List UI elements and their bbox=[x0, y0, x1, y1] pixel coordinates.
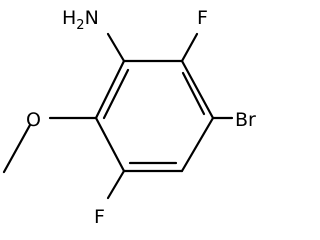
ring-double-bond-c2-c3 bbox=[181, 71, 206, 116]
bond-methoxy-methyl bbox=[2, 123, 32, 174]
fluorine-bottom-label: F bbox=[94, 206, 105, 228]
ring-bond-c3-c4 bbox=[180, 116, 215, 173]
bond-fluorine-bottom bbox=[106, 169, 126, 200]
amine-label: H2N bbox=[62, 7, 99, 33]
methoxy-oxygen-label: O bbox=[26, 109, 41, 131]
amine-hydrogen-label: H bbox=[62, 7, 76, 29]
bromine-label: Br bbox=[235, 109, 256, 131]
ring-bond-c6-c1 bbox=[94, 59, 126, 120]
ring-double-bond-c6-c1 bbox=[102, 68, 130, 120]
ring-bond-c2-c3 bbox=[180, 59, 215, 120]
amine-hydrogen-count: 2 bbox=[76, 18, 84, 33]
bond-fluorine-top bbox=[180, 32, 199, 63]
fluorine-top-label: F bbox=[197, 7, 208, 29]
ring-bond-c5-c6 bbox=[94, 116, 126, 173]
bond-amine bbox=[106, 32, 126, 63]
amine-nitrogen-label: N bbox=[85, 7, 99, 29]
molecule-structure: H2N F Br O F bbox=[2, 7, 256, 228]
